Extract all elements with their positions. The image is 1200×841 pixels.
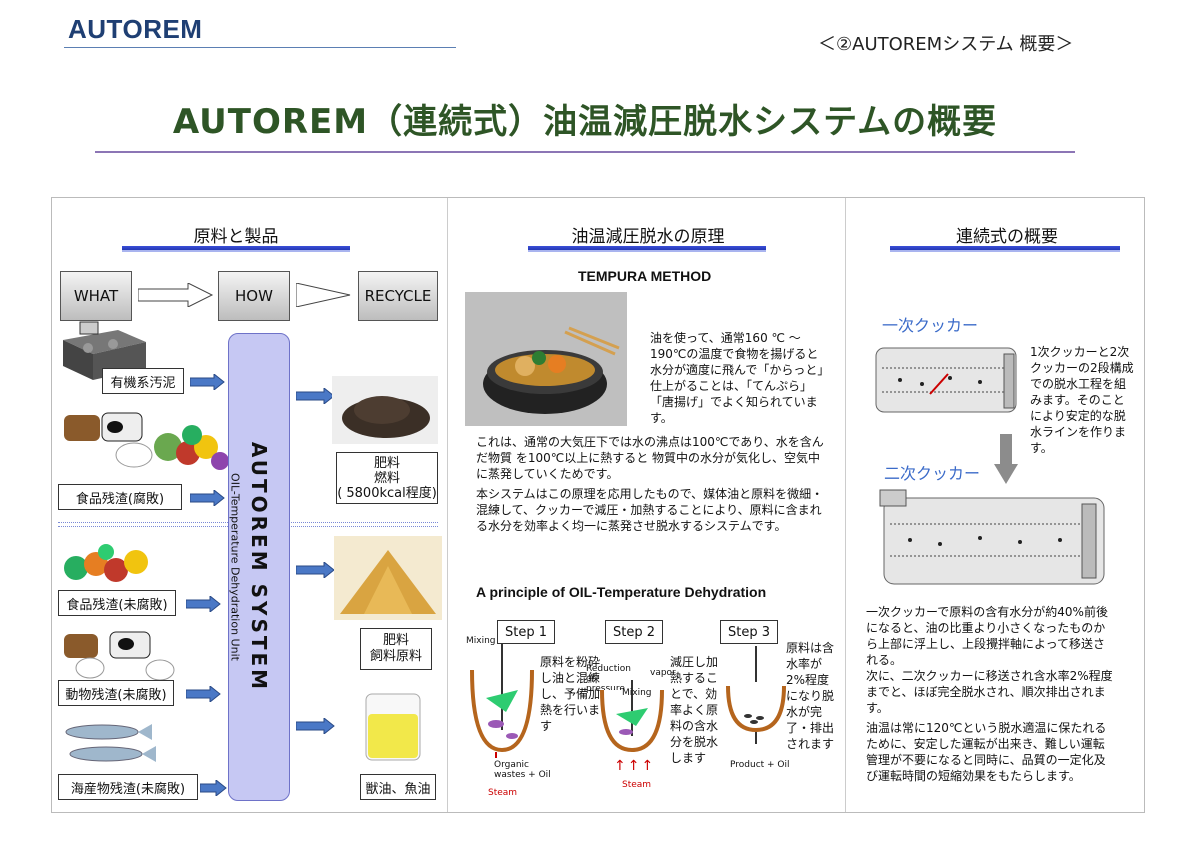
tempura-title: TEMPURA METHOD	[578, 268, 712, 284]
output-1-line-3: ( 5800kcal程度)	[337, 485, 437, 501]
food-waste-image	[64, 412, 229, 470]
logo-underline	[64, 47, 456, 48]
step-1-diagram	[470, 644, 534, 758]
continuous-paragraph-2: 次に、二次クッカーに移送され含水率2%程度までと、ほぼ完全脱水され、順次排出され…	[866, 669, 1113, 715]
column-divider-1	[447, 198, 448, 812]
diagram-label-reduction: Reduction of pressure	[586, 664, 631, 694]
output-1-line-1: 肥料	[373, 455, 400, 471]
vegetables-image	[64, 544, 148, 582]
section-tag: ＜②AUTOREMシステム 概要＞	[818, 34, 1074, 55]
output-label-1: 肥料 燃料 ( 5800kcal程度)	[336, 452, 438, 504]
page-title: AUTOREM（連続式）油温減圧脱水システムの概要	[172, 102, 998, 142]
step-2-diagram	[600, 680, 664, 753]
flow-recycle-box: RECYCLE	[358, 271, 438, 321]
principle-paragraph-1: これは、通常の大気圧下では水の沸点は100℃であり、水を含んだ物質 を100℃以…	[476, 435, 824, 481]
output-arrow-1	[296, 388, 335, 404]
col3-heading: 連続式の概要	[956, 227, 1058, 247]
title-underline	[95, 151, 1075, 153]
flow-what-box: WHAT	[60, 271, 132, 321]
diagram-label-vapor: vapor	[650, 668, 676, 678]
fish-image	[65, 724, 156, 762]
diagram-label-organic: Organic wastes + Oil	[494, 760, 551, 780]
continuous-paragraph-1: 一次クッカーで原料の含有水分が約40%前後になると、油の比重より小さくなったもの…	[866, 605, 1108, 667]
input-arrow-2	[190, 490, 225, 506]
input-label-1: 有機系汚泥	[102, 368, 184, 394]
fertilizer-soil-image	[332, 376, 438, 444]
input-label-5: 海産物残渣(未腐敗)	[58, 774, 198, 800]
output-arrow-2	[296, 562, 335, 578]
company-logo: AUTOREM	[68, 14, 203, 44]
steam-arrows: ↑↑↑	[614, 758, 656, 774]
cooker-2-label: 二次クッカー	[884, 464, 981, 483]
output-2-line-2: 飼料原料	[369, 649, 422, 664]
content-frame	[51, 197, 1145, 813]
output-arrow-3	[296, 718, 335, 734]
input-arrow-1	[190, 374, 225, 390]
step-1-box: Step 1	[497, 620, 555, 644]
col1-heading: 原料と製品	[193, 227, 279, 247]
step-3-box: Step 3	[720, 620, 778, 644]
continuous-paragraph-3: 油温は常に120℃という脱水適温に保たれるために、安定した運転が出来き、難しい運…	[866, 721, 1107, 783]
step-3-diagram	[726, 646, 786, 744]
diagram-label-mixing-2: Mixing	[622, 688, 652, 698]
step-2-box: Step 2	[605, 620, 663, 644]
col3-heading-bar	[890, 246, 1120, 250]
col2-heading: 油温減圧脱水の原理	[571, 227, 725, 247]
oil-beaker-image	[365, 693, 421, 761]
diagram-label-steam-1: Steam	[488, 788, 518, 798]
animals-image	[64, 631, 175, 681]
output-label-2: 肥料 飼料原料	[360, 628, 432, 670]
tempura-photo	[465, 292, 627, 426]
autorem-system-bar: AUTOREM SYSTEM OIL-Temperature Dehydrati…	[228, 333, 290, 801]
cooker-side-text: 1次クッカーと2次クッカーの2段構成での脱水工程を組みます。そのことにより安定的…	[1030, 345, 1134, 455]
flow-how-box: HOW	[218, 271, 290, 321]
feed-grain-image	[334, 536, 442, 620]
system-subtitle: OIL-Temperature Dehydration Unit	[228, 473, 242, 661]
col1-heading-bar	[122, 246, 350, 250]
diagram-label-product: Product + Oil	[730, 760, 790, 770]
cooker-2-diagram	[879, 489, 1105, 585]
output-2-line-1: 肥料	[382, 633, 409, 648]
input-label-3: 食品残渣(未腐敗)	[58, 590, 176, 616]
step-2-text: 減圧し加熱することで、効率よく原料の含水分を脱水します	[670, 655, 719, 765]
down-arrow	[994, 434, 1018, 484]
step-3-text: 原料は含水率が2%程度になり脱水が完了・排出されます	[786, 641, 835, 751]
column-divider-2	[845, 198, 846, 812]
cooker-1-diagram	[875, 347, 1017, 413]
flow-arrow-2	[296, 283, 351, 307]
principle-paragraph-2: 本システムはこの原理を応用したもので、媒体油と原料を微細・混練して、クッカーで減…	[476, 487, 824, 533]
tempura-text: 油を使って、通常160 ℃ ～190℃の温度で食物を揚げると水分が適度に飛んで「…	[650, 331, 824, 425]
step-1-text: 原料を粉砕し油と混練し、予備加熱を行います	[540, 655, 601, 733]
flow-arrow-1	[138, 283, 214, 307]
input-label-4: 動物残渣(未腐敗)	[58, 680, 174, 706]
output-label-3: 獣油、魚油	[360, 774, 436, 800]
output-1-line-2: 燃料	[373, 470, 400, 486]
col2-heading-bar	[528, 246, 766, 250]
diagram-label-mixing: Mixing	[466, 636, 496, 646]
input-arrow-3	[186, 596, 221, 612]
diagram-label-steam-2: Steam	[622, 780, 652, 790]
system-title: AUTOREM SYSTEM	[247, 441, 271, 693]
input-arrow-5	[200, 780, 227, 796]
cooker-1-label: 一次クッカー	[882, 316, 979, 335]
input-arrow-4	[186, 686, 221, 702]
input-label-2: 食品残渣(腐敗)	[58, 484, 182, 510]
principle-title: A principle of OIL-Temperature Dehydrati…	[476, 584, 767, 600]
